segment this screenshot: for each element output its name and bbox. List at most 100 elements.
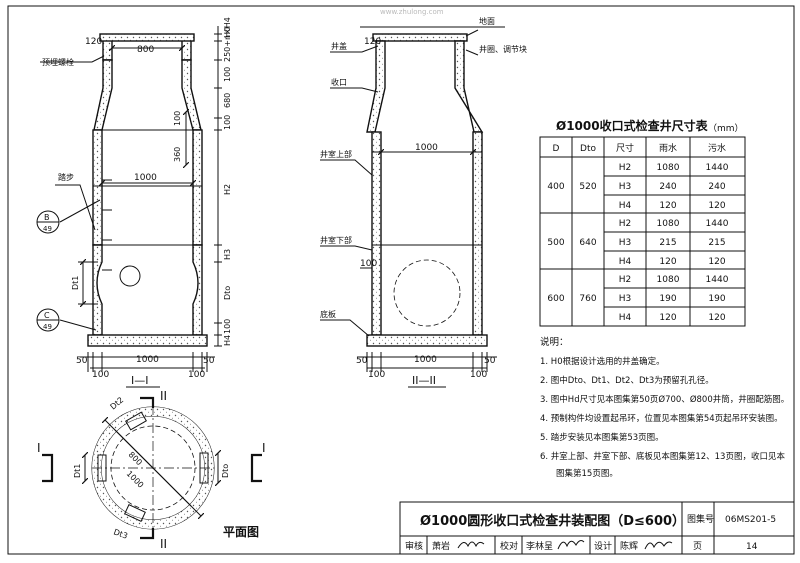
th-dto: Dto — [580, 144, 596, 154]
note-item: 6. 井室上部、井室下部、底板见本图集第12、13页图，收口见本 — [540, 451, 785, 462]
s1-dim-h2: H2 — [223, 184, 232, 195]
drawing-title: Ø1000圆形收口式检查井装配图（D≤600） — [420, 513, 685, 529]
table-title: Ø1000收口式检查井尺寸表 — [556, 118, 709, 133]
td-cell: H2 — [619, 219, 632, 229]
td-cell: 240 — [659, 182, 676, 192]
s1-dim-680: 680 — [223, 93, 232, 108]
s1-cone-left — [93, 59, 113, 131]
checker-name: 李林呈 — [526, 540, 553, 552]
td-cell: 215 — [708, 238, 725, 248]
watermark-text: www.zhulong.com — [380, 8, 444, 16]
td-dto-640: 640 — [579, 238, 596, 248]
s1-leader-step — [55, 184, 96, 231]
signature-designer — [644, 541, 673, 550]
section-2-title: II—II — [412, 374, 436, 387]
table-unit: （mm） — [708, 123, 744, 134]
s2-wall-right — [472, 131, 483, 336]
s2-dim-100: 100 — [360, 259, 377, 269]
label-lower-chamber: 井室下部 — [320, 235, 352, 245]
th-d: D — [553, 144, 560, 154]
plan-label-dto: Dto — [221, 464, 230, 478]
s2-dim-100-bl: 100 — [368, 370, 385, 380]
label-ground: 地面 — [479, 16, 495, 26]
section-1-title: I—I — [131, 374, 149, 387]
s1-ring-right — [181, 39, 192, 61]
td-cell: H4 — [619, 313, 632, 323]
td-cell: H4 — [619, 257, 632, 267]
td-cell: 240 — [708, 182, 725, 192]
s1-dim-100-a: 100 — [223, 67, 232, 82]
s2-base-slab — [366, 334, 488, 347]
label-neck: 收口 — [331, 77, 347, 87]
td-cell: 190 — [708, 294, 725, 304]
s1-dim-100-c: 100 — [173, 111, 182, 126]
title-block — [399, 501, 795, 555]
td-cell: 215 — [659, 238, 676, 248]
td-dto-760: 760 — [579, 294, 596, 304]
td-cell: H4 — [619, 201, 632, 211]
plan-section-mark-top: II — [160, 389, 167, 403]
plan-title: 平面图 — [223, 525, 259, 539]
s2-dim-120: 120 — [364, 37, 381, 47]
plan-label-dt3: Dt3 — [112, 527, 129, 540]
td-cell: 120 — [659, 201, 676, 211]
td-d-500: 500 — [547, 238, 564, 248]
s2-wall-left — [371, 131, 382, 336]
td-cell: 190 — [659, 294, 676, 304]
check-label: 校对 — [500, 540, 518, 552]
s1-leader-bolt — [40, 55, 105, 63]
note-continuation: 图集第15页图。 — [556, 468, 618, 479]
note-item: 1. H0根据设计选用的井盖确定。 — [540, 356, 665, 367]
atlas-label: 图集号 — [687, 513, 714, 525]
td-d-600: 600 — [547, 294, 564, 304]
s1-dim-360: 360 — [173, 147, 182, 162]
td-cell: 1080 — [657, 275, 680, 285]
td-cell: 120 — [708, 257, 725, 267]
th-size: 尺寸 — [616, 142, 634, 154]
section-1-drawing — [36, 26, 222, 372]
td-cell: 120 — [659, 257, 676, 267]
td-dto-520: 520 — [579, 182, 596, 192]
td-cell: H3 — [619, 294, 632, 304]
s1-dim-250nh4: 250+n×H4 — [223, 17, 232, 62]
td-cell: H3 — [619, 238, 632, 248]
s1-lower-wall-left — [92, 244, 103, 336]
plan-label-1000: 1000 — [125, 469, 146, 490]
s1-ring-left — [102, 39, 113, 61]
callout-B-letter: B — [44, 213, 50, 222]
s1-dim-1000-mid: 1000 — [134, 173, 157, 183]
review-label: 审核 — [405, 540, 423, 552]
td-cell: H2 — [619, 275, 632, 285]
s2-cover — [372, 33, 468, 42]
callout-B-sheet: 49 — [43, 225, 52, 233]
atlas-number: 06MS201-5 — [725, 515, 776, 525]
callout-C-letter: C — [44, 311, 50, 320]
td-cell: 1440 — [706, 163, 729, 173]
label-step: 踏步 — [58, 172, 74, 182]
td-cell: H3 — [619, 182, 632, 192]
designer-name: 陈辉 — [620, 540, 638, 552]
s2-pipe-hole — [393, 259, 461, 327]
s1-dim-dto: Dto — [223, 286, 232, 300]
notes-heading: 说明： — [540, 336, 569, 348]
s2-dim-1000-mid: 1000 — [415, 143, 438, 153]
s1-pipe-hole — [119, 265, 141, 287]
td-cell: 1080 — [657, 219, 680, 229]
page-number: 14 — [746, 542, 758, 552]
s1-base-slab — [87, 334, 208, 347]
plan-section-mark-right: I — [262, 441, 266, 455]
s1-label-dt1: Dt1 — [71, 276, 80, 290]
s1-dim-800: 800 — [137, 45, 154, 55]
plan-label-dt2: Dt2 — [109, 395, 126, 411]
plan-drawing — [42, 396, 262, 540]
s1-dim-h4: H4 — [223, 335, 232, 346]
s2-dim-50-right: 50 — [484, 356, 496, 366]
td-cell: 120 — [708, 313, 725, 323]
td-cell: 120 — [708, 201, 725, 211]
note-item: 3. 图中Hd尺寸见本图集第50页Ø700、Ø800井筒，井圈配筋图。 — [540, 394, 789, 405]
s2-dim-100-br: 100 — [470, 370, 487, 380]
label-upper-chamber: 井室上部 — [320, 149, 352, 159]
td-d-400: 400 — [547, 182, 564, 192]
